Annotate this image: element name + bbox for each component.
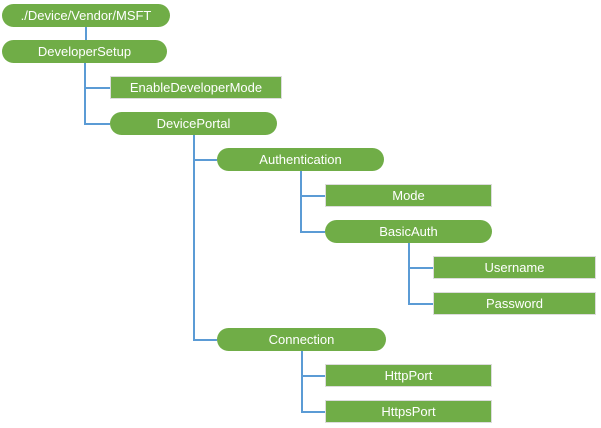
tree-node-label: Username: [484, 259, 545, 275]
tree-node-username: Username: [433, 256, 596, 279]
tree-node-authentication: Authentication: [217, 148, 384, 171]
tree-node-label: BasicAuth: [379, 223, 438, 239]
connector-segment: [85, 123, 110, 125]
connector-segment: [301, 351, 303, 413]
connector-segment: [302, 375, 325, 377]
tree-node-deviceportal: DevicePortal: [110, 112, 277, 135]
connector-segment: [85, 87, 110, 89]
connector-segment: [85, 27, 87, 40]
connector-segment: [408, 243, 410, 305]
tree-node-label: Authentication: [259, 151, 342, 167]
connector-segment: [194, 339, 217, 341]
tree-node-password: Password: [433, 292, 596, 315]
connector-segment: [301, 195, 325, 197]
tree-node-label: Password: [485, 295, 544, 311]
tree-node-label: EnableDeveloperMode: [129, 79, 263, 95]
tree-node-label: HttpPort: [384, 367, 433, 383]
tree-node-mode: Mode: [325, 184, 492, 207]
tree-node-label: HttpsPort: [381, 403, 436, 419]
tree-node-connection: Connection: [217, 328, 386, 351]
connector-segment: [409, 303, 433, 305]
connector-segment: [84, 63, 86, 125]
tree-node-httpport: HttpPort: [325, 364, 492, 387]
tree-node-label: Mode: [392, 187, 425, 203]
tree-node-label: Connection: [268, 331, 335, 347]
tree-node-developersetup: DeveloperSetup: [2, 40, 167, 63]
tree-node-basicauth: BasicAuth: [325, 220, 492, 243]
connector-segment: [194, 159, 217, 161]
tree-node-root: ./Device/Vendor/MSFT: [2, 4, 170, 27]
connector-segment: [301, 231, 325, 233]
tree-node-enabledevelopermode: EnableDeveloperMode: [110, 76, 282, 99]
connector-segment: [302, 411, 325, 413]
tree-node-label: DevicePortal: [156, 115, 231, 131]
tree-node-httpsport: HttpsPort: [325, 400, 492, 423]
connector-segment: [300, 171, 302, 233]
tree-node-label: ./Device/Vendor/MSFT: [20, 7, 152, 23]
connector-segment: [193, 135, 195, 341]
tree-node-label: DeveloperSetup: [37, 43, 132, 59]
connector-segment: [409, 267, 433, 269]
